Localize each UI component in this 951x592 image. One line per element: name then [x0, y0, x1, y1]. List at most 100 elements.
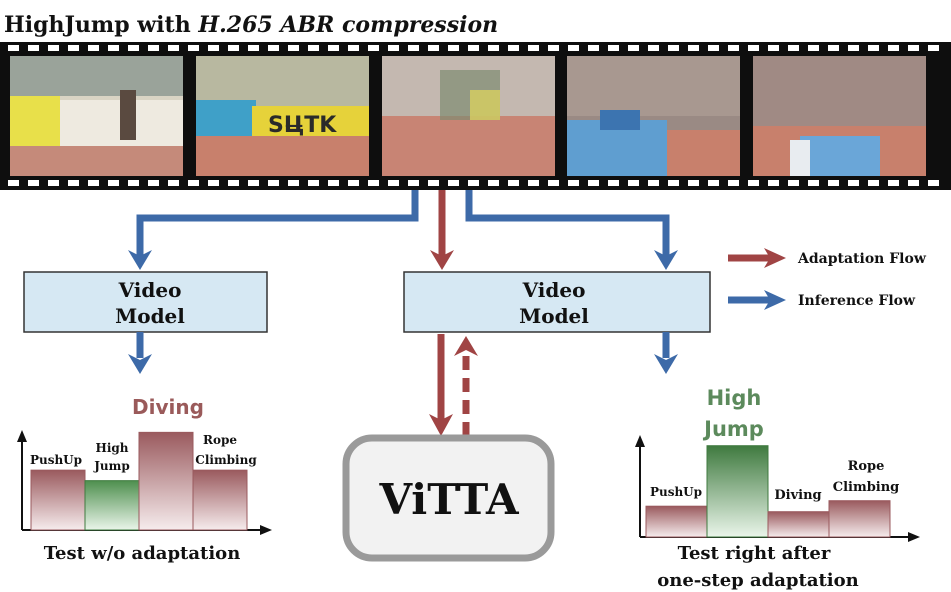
video-model-right: Video Model: [403, 271, 711, 333]
sprocket-hole: [748, 180, 759, 186]
vitta-label: ViTTA: [378, 475, 520, 524]
sprocket-hole: [328, 180, 339, 186]
left-chart-y-arrowhead: [17, 430, 27, 442]
left-chart-label-high: High: [95, 441, 128, 455]
sprocket-hole: [888, 45, 899, 51]
left-chart-label-jump: Jump: [93, 459, 130, 473]
right-chart-title-line2: Jump: [702, 417, 764, 441]
sprocket-hole: [808, 45, 819, 51]
left-chart-label-climbing: Climbing: [195, 453, 257, 467]
sprocket-hole: [8, 45, 19, 51]
sprocket-hole: [828, 180, 839, 186]
sprocket-hole: [548, 180, 559, 186]
sprocket-hole: [588, 180, 599, 186]
film-strip: SЦ̶TK: [0, 42, 951, 190]
left-chart-prediction-title: Diving: [132, 395, 204, 419]
sprocket-hole: [868, 180, 879, 186]
sprocket-hole: [68, 45, 79, 51]
sprocket-hole: [168, 180, 179, 186]
sprocket-hole: [588, 45, 599, 51]
sprocket-hole: [508, 45, 519, 51]
sprocket-hole: [388, 45, 399, 51]
sprocket-hole: [708, 180, 719, 186]
bar-high-jump: [706, 445, 769, 538]
sprocket-hole: [288, 180, 299, 186]
sprocket-hole: [148, 45, 159, 51]
left-chart-label-pushup: PushUp: [30, 453, 82, 467]
sprocket-hole: [208, 180, 219, 186]
right-chart-x-arrowhead: [908, 532, 920, 542]
sprocket-hole: [488, 45, 499, 51]
sprocket-hole: [828, 45, 839, 51]
left-chart-caption: Test w/o adaptation: [44, 543, 241, 564]
legend-inference-label: Inference Flow: [798, 293, 916, 309]
sprocket-hole: [328, 45, 339, 51]
chart-after-adaptation: High Jump PushUp Diving Rope Climbing Te…: [635, 386, 920, 591]
sprocket-hole: [668, 45, 679, 51]
video-model-left-line1: Video: [118, 278, 182, 302]
sprocket-hole: [648, 45, 659, 51]
sprocket-hole: [728, 45, 739, 51]
sprocket-hole: [348, 180, 359, 186]
sprocket-row-bottom: [8, 180, 939, 186]
legend-inference-arrowhead: [764, 290, 786, 310]
sprocket-hole: [688, 180, 699, 186]
sprocket-hole: [168, 45, 179, 51]
sprocket-hole: [88, 45, 99, 51]
sprocket-hole: [768, 45, 779, 51]
video-model-left: Video Model: [23, 271, 268, 333]
sprocket-hole: [108, 180, 119, 186]
sprocket-hole: [928, 45, 939, 51]
sprocket-hole: [228, 180, 239, 186]
sprocket-hole: [628, 180, 639, 186]
video-model-right-line1: Video: [522, 278, 586, 302]
video-model-right-line2: Model: [519, 304, 589, 328]
sprocket-hole: [468, 180, 479, 186]
sprocket-hole: [48, 180, 59, 186]
film-frame-2: SЦ̶TK: [196, 56, 369, 176]
sprocket-hole: [228, 45, 239, 51]
sprocket-hole: [788, 180, 799, 186]
sprocket-hole: [188, 45, 199, 51]
chart-without-adaptation: Diving PushUp High Jump Rope Climbing Te…: [17, 395, 272, 564]
sprocket-hole: [208, 45, 219, 51]
right-chart-label-climbing: Climbing: [833, 480, 900, 495]
sprocket-hole: [908, 45, 919, 51]
sprocket-hole: [748, 45, 759, 51]
bar-rope-climbing: [828, 500, 891, 538]
sprocket-hole: [368, 180, 379, 186]
sprocket-hole: [268, 180, 279, 186]
arrowhead-right-model: [654, 250, 678, 270]
sprocket-hole: [48, 45, 59, 51]
bar-pushup: [30, 469, 86, 531]
sprocket-hole: [848, 45, 859, 51]
bar-diving: [767, 511, 830, 538]
arrowhead-left-output: [128, 354, 152, 374]
sprocket-hole: [868, 45, 879, 51]
arrowhead-vitta-to-model: [454, 336, 478, 356]
inference-flow-to-left-model: [136, 190, 419, 256]
film-frame-3: [382, 56, 555, 176]
sprocket-hole: [408, 45, 419, 51]
sprocket-hole: [128, 180, 139, 186]
right-chart-title-line1: High: [707, 386, 762, 410]
sprocket-hole: [188, 180, 199, 186]
sprocket-hole: [308, 180, 319, 186]
sprocket-hole: [128, 45, 139, 51]
legend-adaptation-label: Adaptation Flow: [797, 251, 927, 267]
arrowhead-right-output: [654, 354, 678, 374]
arrowhead-left-model: [128, 250, 152, 270]
right-chart-label-rope: Rope: [848, 459, 885, 474]
arrowhead-adapt-model: [430, 250, 454, 270]
sprocket-hole: [108, 45, 119, 51]
title-prefix: HighJump with: [4, 12, 198, 38]
sprocket-hole: [468, 45, 479, 51]
sprocket-hole: [308, 45, 319, 51]
sprocket-hole: [8, 180, 19, 186]
video-model-left-line2: Model: [115, 304, 185, 328]
sprocket-hole: [668, 180, 679, 186]
sprocket-hole: [448, 180, 459, 186]
figure-title: HighJump with H.265 ABR compression: [4, 12, 498, 38]
sprocket-hole: [608, 180, 619, 186]
